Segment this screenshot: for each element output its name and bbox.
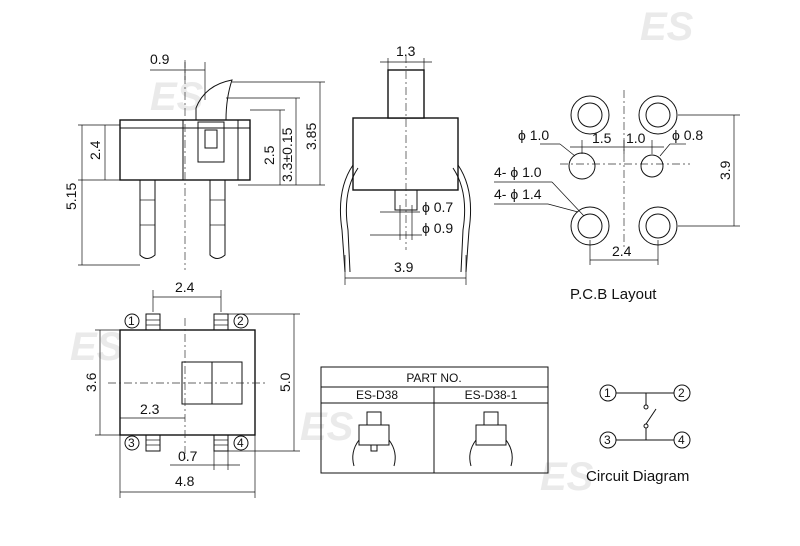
watermark: ES xyxy=(540,455,594,499)
circuit-diagram: 1 2 3 4 Circuit Diagram xyxy=(586,384,691,485)
part-icon xyxy=(352,411,396,467)
dim-label: 1.5 xyxy=(592,130,612,146)
dim-label: ϕ 0.8 xyxy=(672,127,703,143)
part-number-table: PART NO. ES-D38 ES-D38-1 xyxy=(320,366,549,474)
dim-label: ϕ 1.0 xyxy=(518,127,549,143)
svg-text:2: 2 xyxy=(678,386,685,400)
dim-label: 1.3 xyxy=(396,43,416,59)
front-view-body xyxy=(352,117,459,191)
watermark-group: ES ES ES ES ES ES xyxy=(70,5,694,499)
pcb-pad xyxy=(570,206,610,246)
dim-label: 2.4 xyxy=(175,279,195,295)
dim-label: 2.4 xyxy=(87,140,103,160)
svg-text:4: 4 xyxy=(678,433,685,447)
dim-label: 0.9 xyxy=(150,51,170,67)
dim-label: 3.6 xyxy=(83,372,99,392)
pin-marker-4: 4 xyxy=(233,435,249,451)
svg-text:1: 1 xyxy=(128,314,135,328)
table-column-label: ES-D38 xyxy=(356,388,398,402)
dim-label: 2.5 xyxy=(261,145,277,165)
dim-label: 3.9 xyxy=(394,259,414,275)
terminal xyxy=(213,313,229,331)
dim-label: 2.4 xyxy=(612,243,632,259)
watermark: ES xyxy=(70,325,124,369)
dim-label: 4.8 xyxy=(175,473,195,489)
terminal xyxy=(145,313,161,331)
dim-label: 0.7 xyxy=(178,448,198,464)
pcb-pad xyxy=(638,95,678,135)
svg-text:1: 1 xyxy=(604,386,611,400)
front-view: 1.3 ϕ 0.7 ϕ 0.9 3.9 xyxy=(339,43,472,285)
circuit-pin-1: 1 xyxy=(599,384,617,402)
pcb-pad xyxy=(570,95,610,135)
pin-marker-1: 1 xyxy=(124,313,140,329)
watermark: ES xyxy=(640,5,694,49)
dim-label: 5.0 xyxy=(277,372,293,392)
dim-label: 3.9 xyxy=(717,160,733,180)
switch-contact xyxy=(645,408,657,425)
watermark: ES xyxy=(300,405,354,449)
svg-text:4: 4 xyxy=(237,436,244,450)
pcb-layout: 1.5 1.0 ϕ 1.0 ϕ 0.8 4- ϕ 1.0 4- ϕ 1.4 3.… xyxy=(494,90,740,303)
terminal xyxy=(213,434,229,452)
dim-label: 2.3 xyxy=(140,401,160,417)
side-view-leg xyxy=(139,180,156,259)
front-view-leg xyxy=(339,164,354,273)
svg-text:2: 2 xyxy=(237,314,244,328)
dim-label: 5.15 xyxy=(63,183,79,210)
dim-label: 4- ϕ 1.0 xyxy=(494,164,542,180)
pcb-hole xyxy=(568,152,596,180)
terminal xyxy=(145,434,161,452)
top-view: 1 2 3 4 2.4 3.6 5.0 2.3 0.7 4.8 xyxy=(83,279,300,498)
pin-marker-3: 3 xyxy=(124,435,140,451)
side-view: 0.9 2.4 5.15 2.5 3.3±0.15 3.85 xyxy=(63,51,325,270)
part-icon xyxy=(469,411,513,467)
circuit-diagram-caption: Circuit Diagram xyxy=(586,468,689,485)
top-view-body xyxy=(119,329,256,436)
circuit-pin-4: 4 xyxy=(673,431,691,449)
side-view-leg xyxy=(209,180,226,259)
dim-label: 3.3±0.15 xyxy=(279,127,295,182)
side-view-actuator xyxy=(195,79,233,121)
dim-label: ϕ 0.9 xyxy=(422,220,453,236)
watermark: ES xyxy=(150,75,204,119)
pin-marker-2: 2 xyxy=(233,313,249,329)
table-column-label: ES-D38-1 xyxy=(465,388,518,402)
circuit-pin-3: 3 xyxy=(599,431,617,449)
table-header: PART NO. xyxy=(406,371,461,385)
dim-label: 4- ϕ 1.4 xyxy=(494,186,542,202)
svg-text:3: 3 xyxy=(604,433,611,447)
front-view-leg xyxy=(457,164,472,273)
svg-text:3: 3 xyxy=(128,436,135,450)
circuit-pin-2: 2 xyxy=(673,384,691,402)
dim-label: 3.85 xyxy=(303,123,319,150)
dim-label: ϕ 0.7 xyxy=(422,199,453,215)
pcb-layout-caption: P.C.B Layout xyxy=(570,286,657,303)
dim-label: 1.0 xyxy=(626,130,646,146)
pcb-pad xyxy=(638,206,678,246)
pcb-hole xyxy=(640,154,664,178)
